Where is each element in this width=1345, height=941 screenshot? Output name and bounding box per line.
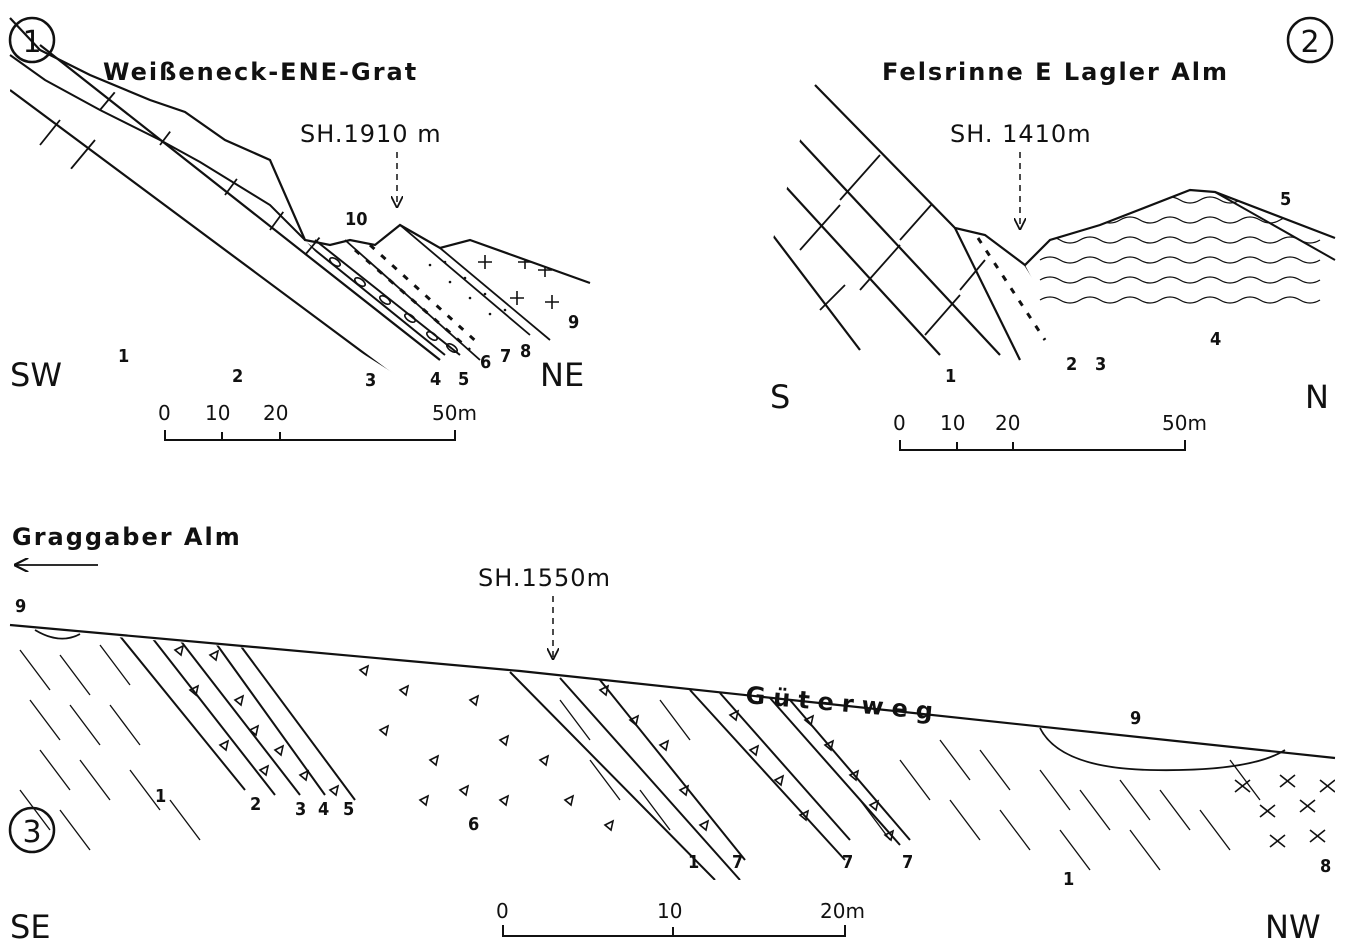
panel-3-scale-tick: 0 (496, 899, 509, 923)
panel-3-unit-label: 9 (1130, 708, 1141, 729)
panel-1-unit-label: 5 (458, 369, 469, 390)
panel-3-direction-label: Graggaber Alm (12, 523, 242, 551)
panel-2-unit-label: 2 (1066, 354, 1077, 375)
panel-2-profile: 2 Felsrinne E Lagler Alm SH. 1410m (770, 16, 1336, 451)
panel-3-unit-label: 3 (295, 799, 306, 820)
panel-3-section-body (19, 629, 1335, 880)
panel-1-scale-tick: 0 (158, 401, 171, 425)
panel-3-unit-label: 1 (688, 852, 699, 873)
panel-1-title: Weißeneck-ENE-Grat (103, 58, 418, 86)
panel-3-unit-label: 5 (343, 799, 354, 820)
panel-1-unit-labels: 1 2 3 4 5 6 7 8 9 10 (118, 209, 579, 391)
panel-1-unit-label: 10 (345, 209, 368, 230)
panel-2-orientation-right: N (1305, 378, 1329, 416)
panel-3-orientation-left: SE (10, 908, 51, 941)
panel-3-unit-label: 2 (250, 794, 261, 815)
panel-3-road-label: Güterweg (744, 681, 942, 726)
panel-1-unit-label: 7 (500, 346, 511, 367)
panel-3-cover-lens-right (1039, 727, 1286, 772)
panel-3-unit-label: 1 (1063, 869, 1074, 890)
panel-3-profile: Graggaber Alm SH.1550m (8, 523, 1336, 941)
panel-2-surface-line (814, 84, 1336, 267)
panel-1-limestone-blocks (10, 44, 441, 390)
panel-3-unit-labels: 9 9 1 2 3 4 5 6 1 7 7 7 1 8 (15, 596, 1331, 890)
panel-1-unit-label: 9 (568, 312, 579, 333)
panel-3-scale-tick: 20m (820, 899, 865, 923)
panel-2-unit-label: 5 (1280, 189, 1291, 210)
panel-2-elevation: SH. 1410m (950, 120, 1092, 148)
panel-3-unit-label: 7 (902, 852, 913, 873)
panel-3-unit-label: 9 (15, 596, 26, 617)
panel-2-number: 2 (1300, 25, 1319, 60)
panel-3-unit-label: 7 (842, 852, 853, 873)
panel-1-orientation-right: NE (540, 356, 584, 394)
panel-3-unit-label: 6 (468, 814, 479, 835)
panel-2-orientation-left: S (770, 378, 790, 416)
panel-1-profile: 1 Weißeneck-ENE-Grat SH.1910 m (8, 16, 591, 441)
panel-2-unit-label: 1 (945, 366, 956, 387)
panel-3-orientation-right: NW (1265, 908, 1321, 941)
panel-2-scale-tick: 50m (1162, 411, 1207, 435)
panel-1-orientation-left: SW (10, 356, 62, 394)
panel-1-unit-label: 1 (118, 346, 129, 367)
panel-2-cover-base (1214, 191, 1336, 261)
panel-2-wavy-schist (1039, 196, 1321, 304)
panel-3-unit-label: 7 (732, 852, 743, 873)
panel-1-unit-label: 6 (480, 352, 491, 373)
panel-3-circle-number: 3 (8, 806, 56, 854)
panel-2-title: Felsrinne E Lagler Alm (882, 58, 1229, 86)
panel-2-scale-tick: 0 (893, 411, 906, 435)
panel-3-cover-lens-left (34, 629, 81, 640)
panel-2-circle-number: 2 (1286, 16, 1334, 64)
panel-1-unit-label: 3 (365, 370, 376, 391)
panel-1-unit-label: 2 (232, 366, 243, 387)
panel-2-unit-labels: 1 2 3 4 5 (945, 189, 1291, 387)
panel-3-scale-tick: 10 (657, 899, 682, 923)
panel-3-surface-line (9, 623, 1336, 760)
panel-1-scale-tick: 10 (205, 401, 230, 425)
panel-2-scale-bar: 0 10 20 50m (893, 411, 1207, 451)
panel-3-elevation: SH.1550m (478, 564, 611, 592)
panel-3-scale-bar: 0 10 20m (496, 899, 865, 937)
panel-3-number: 3 (22, 815, 41, 850)
panel-2-scale-tick: 20 (995, 411, 1020, 435)
panel-1-elevation: SH.1910 m (300, 120, 442, 148)
panel-2-scale-tick: 10 (940, 411, 965, 435)
panel-2-unit-label: 3 (1095, 354, 1106, 375)
panel-3-unit-label: 1 (155, 786, 166, 807)
panel-1-scale-bar: 0 10 20 50m (158, 401, 477, 441)
panel-1-scale-tick: 50m (432, 401, 477, 425)
panel-1-scale-tick: 20 (263, 401, 288, 425)
panel-3-unit-label: 8 (1320, 856, 1331, 877)
panel-1-unit-label: 8 (520, 341, 531, 362)
panel-2-unit-label: 4 (1210, 329, 1221, 350)
panel-3-unit-label: 4 (318, 799, 329, 820)
panel-1-unit-label: 4 (430, 369, 441, 390)
panel-1-thin-beds (305, 225, 559, 361)
panel-2-limestone-blocks (770, 129, 1075, 361)
